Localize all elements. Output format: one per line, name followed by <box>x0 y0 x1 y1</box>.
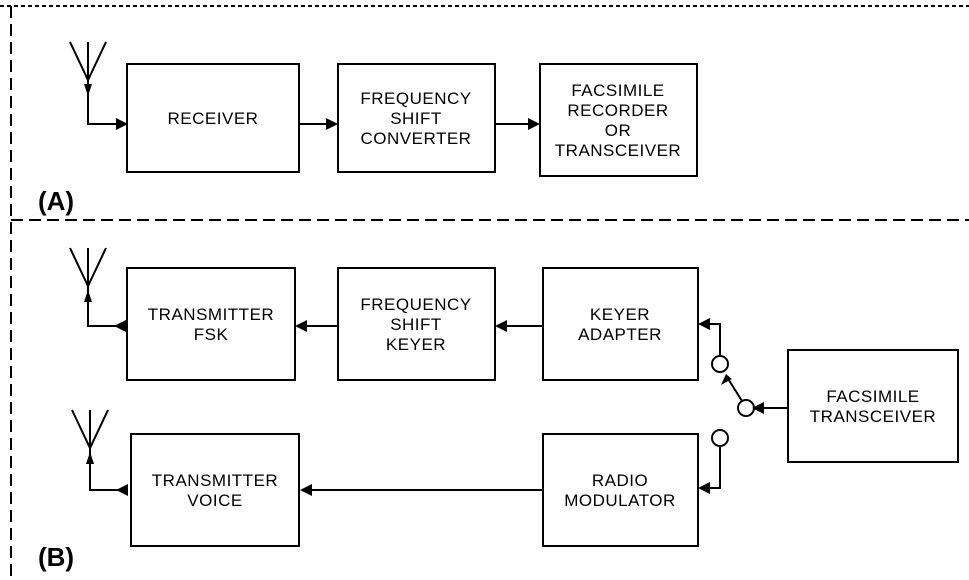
receiver-block <box>126 63 300 173</box>
label-line: FREQUENCY <box>360 295 471 314</box>
arrow-head <box>326 118 338 130</box>
facsimile-recorder-block <box>539 63 698 177</box>
antenna-icon <box>69 247 126 332</box>
arrow-head <box>300 484 312 496</box>
facsimile-transceiver-block <box>787 349 959 463</box>
radio-modulator-block <box>542 433 699 547</box>
section-b-label: (B) <box>38 542 74 572</box>
keyer-adapter-block <box>542 267 699 381</box>
label-line: KEYER <box>590 305 650 324</box>
section-a-label: (A) <box>38 186 74 216</box>
label-line: TRANSMITTER <box>152 471 278 490</box>
antenna-icon <box>71 409 128 496</box>
label-line: CONVERTER <box>361 129 472 148</box>
label-line: TRANSCEIVER <box>810 407 936 426</box>
label-line: RADIO <box>592 471 648 490</box>
selector-switch <box>698 318 788 494</box>
antenna-icon <box>69 41 128 130</box>
label-line: SHIFT <box>390 109 442 128</box>
frequency-shift-converter-block <box>337 63 496 173</box>
label-line: SHIFT <box>390 315 442 334</box>
label-line: TRANSCEIVER <box>555 141 681 160</box>
label-line: OR <box>605 121 632 140</box>
arrow-head <box>495 320 507 332</box>
label-line: ADAPTER <box>578 325 662 344</box>
transmitter-fsk-block <box>126 267 296 381</box>
label-line: TRANSMITTER <box>148 305 274 324</box>
label-line: VOICE <box>187 491 242 510</box>
switch-contact-fsk <box>711 355 729 373</box>
label-line: RECEIVER <box>168 109 259 128</box>
switch-contact-voice <box>711 429 729 447</box>
label-line: FACSIMILE <box>826 387 919 406</box>
label-line: RECORDER <box>567 101 668 120</box>
receiver-label: RECEIVER <box>168 109 259 128</box>
arrow-head <box>528 118 540 130</box>
transmitter-voice-block <box>130 433 300 547</box>
frequency-shift-keyer-block <box>337 267 496 381</box>
arrow-head <box>295 320 307 332</box>
label-line: FSK <box>194 325 229 344</box>
label-line: MODULATOR <box>564 491 676 510</box>
label-line: FREQUENCY <box>360 89 471 108</box>
switch-pivot <box>737 399 755 417</box>
label-line: KEYER <box>386 335 446 354</box>
label-line: FACSIMILE <box>571 81 664 100</box>
